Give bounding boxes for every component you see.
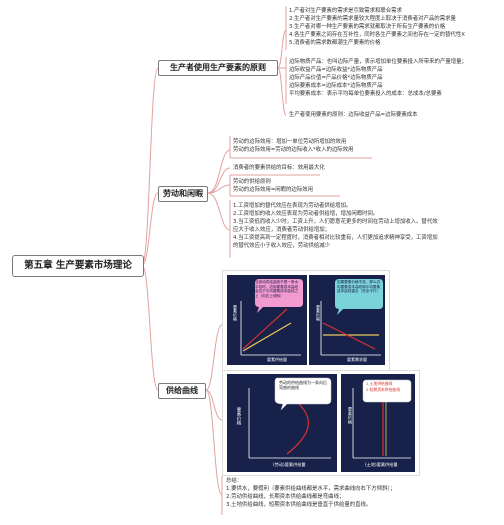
supply-charts-image-1: 当劳动供给曲线不是一条水平线时，边际要素成本曲线会位于平均要素成本曲线之上（向右… [222,270,390,372]
b2-group-supply-principle: 劳动的供给原则 劳动的边际效用=闲暇的边际效用 [233,178,313,194]
leaf-text: 1.产者对生产要素的需求是引致需求和联合需求 [289,8,402,14]
leaf-text: 4.当工资提高到一定程度时，消费者相对比较重有，人们更加追求精神享受，工资增加 [233,235,438,241]
b3-summary: 总结： 1.要供水，要假利（要素供给曲线都是水平，需求曲线向右下方倾斜）； 2.… [226,477,396,509]
leaf-text: 3.生产者对哪一种生产要素的需求就都取决于所有生产要素的价格 [289,24,446,30]
chart4-ylabel: 要素价格 [348,407,353,424]
leaf-text: 边际要素成本=边际成本*边际物质产品 [289,83,383,89]
chart4-bubble: 1.土地供给曲线 2.短期资本供给曲线 [366,381,400,392]
root-topic[interactable]: 第五章 生产要素市场理论 [12,255,144,277]
chart2-xlabel: 要素需求量 [347,357,367,362]
leaf-text: 1.工资增加的替代效应在表现为劳动者供给增加。 [233,203,352,209]
chart2-bubble-text: 如果要素价格不变，那么边际要素成本曲线和平均要素成本曲线重合（完全平行） [337,280,381,294]
summary-line: 3.土地供给曲线，短期资本供给曲线是垂直于供给量的直线。 [226,502,372,508]
leaf-text: 劳动的边际效用：增加一单位劳动所增加的效用 [233,139,347,145]
leaf-text: 生产者使用要素的原则：边际收益产品=边际要素成本 [289,112,418,118]
chart1-ylabel: 要素价格 [233,305,238,321]
summary-line: 总结： [226,478,243,484]
supply-charts-image-2: 劳动的供给曲线为一条向后弯曲的曲线 要素价格 (劳动)要素供给量 1.土地供给曲… [222,370,420,476]
branch-labor-leisure[interactable]: 劳动和闲暇 [158,186,208,202]
chart4-bubble-line: 1.土地供给曲线 [366,381,393,386]
chart1-xlabel: 要素供给量 [267,357,287,362]
leaf-text: 消费者的要素供给的目标：效用最大化 [233,165,325,171]
leaf-text: 劳动的边际效用=劳动的边际收入*收入的边际效用 [233,147,354,153]
leaf-text: 2.工资增加的收入效应表现为劳动者供给增，增加闲暇时间。 [233,211,379,217]
b2-group-wage-effects: 1.工资增加的替代效应在表现为劳动者供给增加。 2.工资增加的收入效应表现为劳动… [233,202,438,250]
leaf-text: 边际收益产品=边际收益*边际物质产品 [289,67,383,73]
chart4-bubble-line: 2.短期资本供给曲线 [366,386,400,392]
chart4-xlabel: (土地)要素供给量 [365,462,398,467]
leaf-text: 5.消费者的需求数都潮生产要素的价格 [289,40,381,46]
chart3-ylabel: 要素价格 [236,407,241,425]
leaf-text: 3.当工资低而收入少时，工资上升，人们愿意花更多的时间在劳动上增加收入。替代效 [233,219,438,225]
b1-group-principle: 生产者使用要素的原则：边际收益产品=边际要素成本 [289,111,418,119]
chart-constant-factor-cost [309,275,385,365]
leaf-text: 的替代效应小于收入效应，劳动供给减少 [233,243,331,249]
chart-land-supply [341,374,415,472]
chart3-bubble-text: 劳动的供给曲线为一条向后弯曲的曲线 [279,380,327,390]
leaf-text: 劳动的边际效用=闲暇的边际效用 [233,187,313,193]
leaf-text: 劳动的供给原则 [233,179,271,185]
branch-supply-curve[interactable]: 供给曲线 [158,383,206,399]
b2-group-marginal-utility: 劳动的边际效用：增加一单位劳动所增加的效用 劳动的边际效用=劳动的边际收入*收入… [233,138,353,154]
leaf-text: 4.各生产要素之间存在互补性，同时各生产要素之间也存在一定的替代性X [289,32,465,38]
b2-group-goal: 消费者的要素供给的目标：效用最大化 [233,164,325,172]
chart-marginal-factor-cost [227,275,307,365]
leaf-text: 2.生产者对生产要素的需求量较大程度上取决于消费者对产品的需求量 [289,16,456,22]
leaf-text: 应大于收入效应，消费者劳动供给增加； [233,227,331,233]
summary-line: 2.劳动供给曲线，长期资本供给曲线都是弯曲线； [226,494,345,500]
b1-group-demand-properties: 1.产者对生产要素的需求是引致需求和联合需求 2.生产者对生产要素的需求量较大程… [289,7,465,47]
leaf-text: 平均要素成本：表示平均每单位要素投入的成本：总成本/总要素 [289,91,442,97]
leaf-text: 边际物质产品：也叫边际产量，表示增加单位要素投入所带来的产量增量； [289,59,467,65]
chart2-ylabel: 要素价格 [316,305,321,321]
leaf-text: 边际产品价值=产品价格*边际物质产品 [289,75,383,81]
branch-factor-usage[interactable]: 生产者使用生产要素的原则 [158,60,278,76]
summary-line: 1.要供水，要假利（要素供给曲线都是水平，需求曲线向右下方倾斜）； [226,486,396,492]
chart1-bubble-text: 当劳动供给曲线不是一条水平线时，边际要素成本曲线会位于平均要素成本曲线之上（向右… [255,280,299,298]
chart3-xlabel: (劳动)要素供给量 [273,462,306,467]
chart-labor-supply [227,374,337,472]
b1-group-definitions: 边际物质产品：也叫边际产量，表示增加单位要素投入所带来的产量增量； 边际收益产品… [289,58,467,98]
